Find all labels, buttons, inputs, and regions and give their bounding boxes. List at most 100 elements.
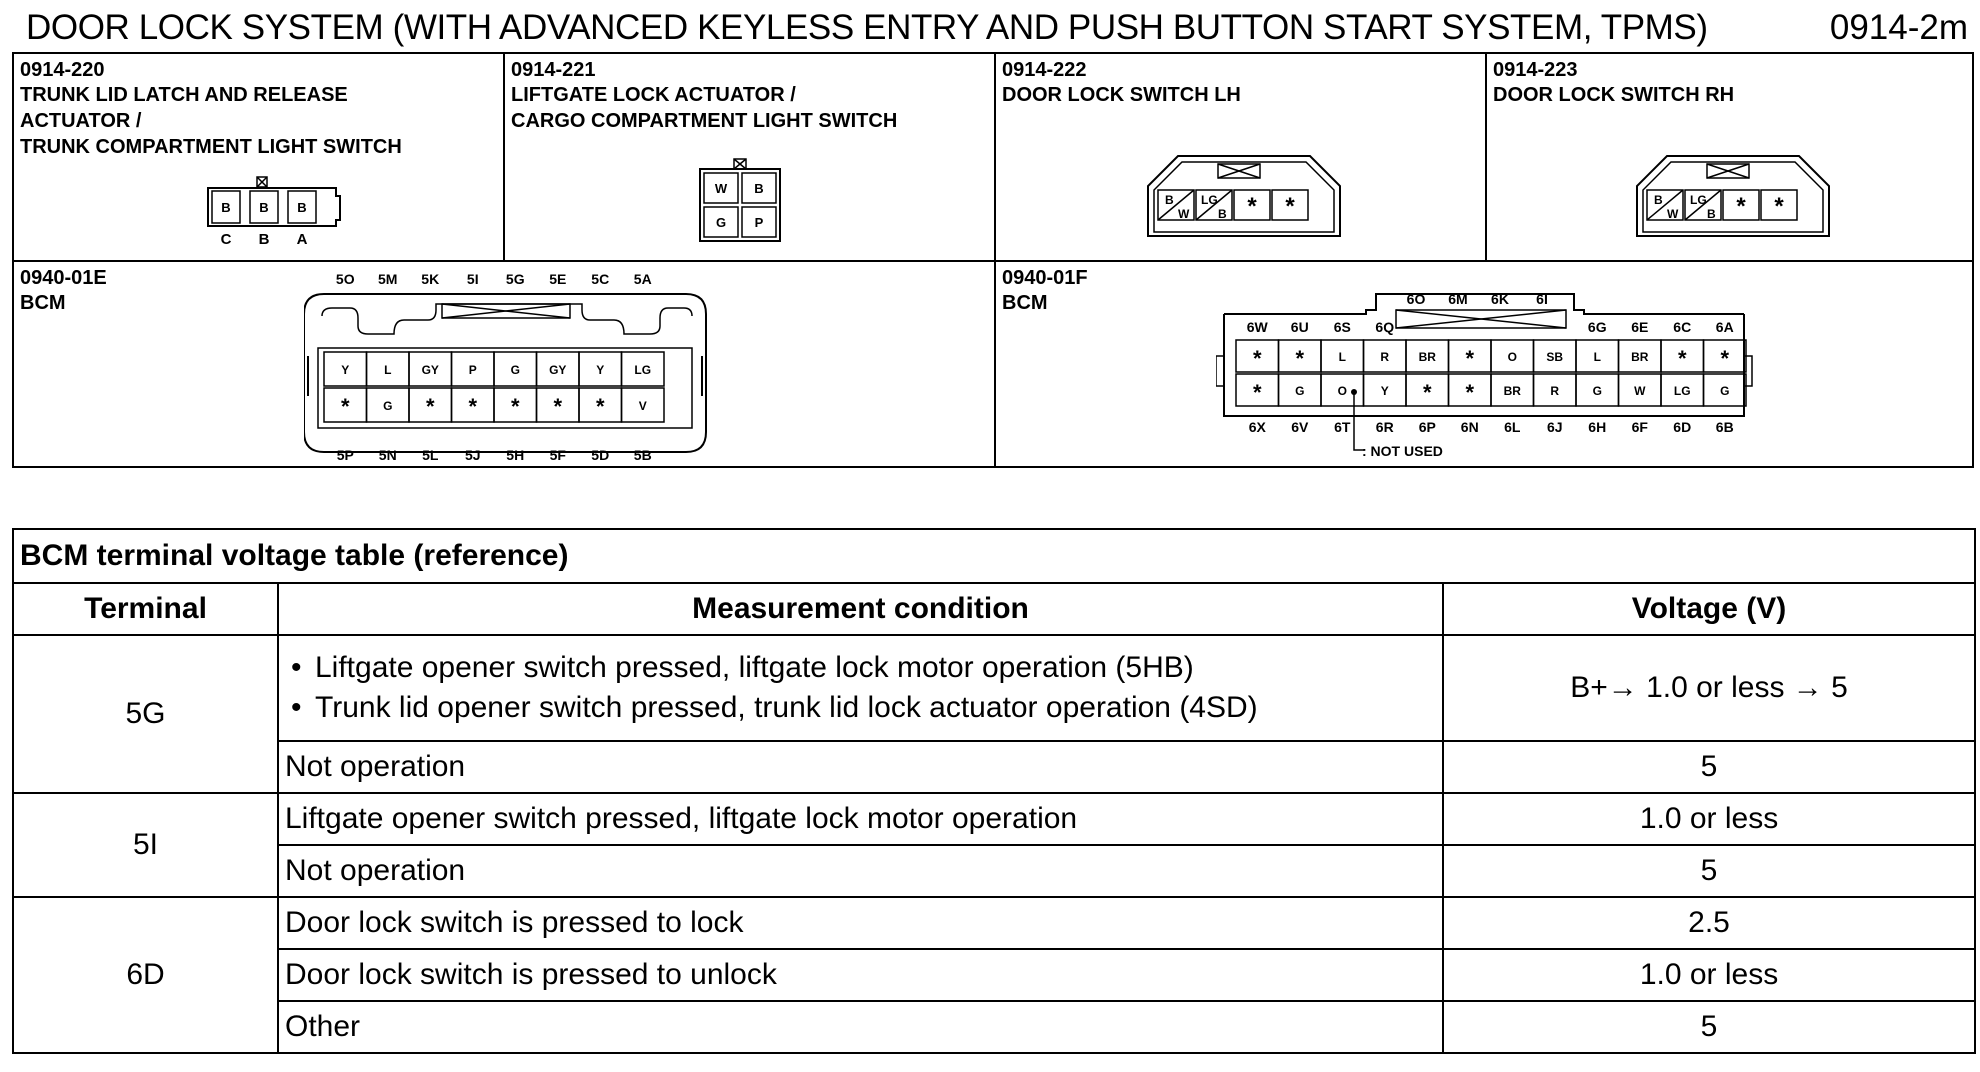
terminal-cell: [620, 351, 665, 387]
table-row: Other 5: [13, 1000, 1977, 1054]
pin-label: 5N: [379, 447, 397, 463]
wire-color: P: [469, 363, 477, 377]
condition-bullet: Trunk lid opener switch pressed, trunk l…: [285, 688, 1436, 728]
wire-color: W: [715, 181, 728, 196]
wire-color: B: [1707, 207, 1716, 221]
voltage-cell: 2.5: [1441, 896, 1977, 950]
condition-cell: Door lock switch is pressed to lock: [277, 896, 1444, 950]
wire-color: V: [639, 399, 647, 413]
wire-color: L: [1339, 350, 1346, 364]
table-row: 6D Door lock switch is pressed to lock 2…: [12, 896, 1977, 1054]
wire-color: G: [383, 399, 392, 413]
terminal-cell: [1702, 339, 1747, 373]
pin-label: 6R: [1376, 419, 1394, 435]
connector-name: DOOR LOCK SWITCH LH: [1002, 84, 1241, 106]
not-used-mark: *: [1423, 380, 1432, 405]
pin-label: 6M: [1448, 291, 1467, 307]
table-row: 5I Liftgate opener switch pressed, liftg…: [12, 792, 1977, 898]
terminal-cell: 5G: [12, 634, 279, 794]
wire-color: G: [511, 363, 520, 377]
bcm-voltage-table: BCM terminal voltage table (reference) T…: [11, 528, 1977, 1054]
pin-label: 6H: [1588, 419, 1606, 435]
not-used-mark: *: [426, 394, 435, 419]
connector-face-0914-223: B W LG B * *: [1636, 155, 1830, 237]
not-used-legend: : NOT USED: [1362, 443, 1443, 459]
connector-name: BCM: [20, 292, 66, 314]
wire-color: P: [755, 215, 764, 230]
not-used-mark: *: [1465, 346, 1474, 371]
wire-color: B: [259, 200, 268, 215]
not-used-mark: *: [1465, 380, 1474, 405]
wire-color: O: [1338, 384, 1347, 398]
side-latch: [1216, 355, 1225, 387]
wire-color: LG: [634, 363, 651, 377]
wire-color: G: [716, 215, 726, 230]
connector-code: 0914-222: [1002, 59, 1087, 81]
pin-label: 6E: [1631, 319, 1648, 335]
connector-face-0914-222: B W LG B * *: [1147, 155, 1341, 237]
pin-label: 6Q: [1375, 319, 1394, 335]
pin-label: A: [297, 231, 308, 248]
side-latch: [1743, 355, 1753, 387]
wire-color: BR: [1504, 384, 1522, 398]
wire-color: B: [1165, 193, 1174, 207]
not-used-mark: *: [341, 394, 350, 419]
voltage-cell: 5: [1441, 740, 1977, 794]
terminal-cell: 6D: [12, 896, 279, 1054]
pin-label: 6C: [1673, 319, 1691, 335]
pin-label: 5J: [465, 447, 481, 463]
not-used-mark: *: [1253, 346, 1262, 371]
page-title: DOOR LOCK SYSTEM (WITH ADVANCED KEYLESS …: [26, 8, 1708, 47]
wire-color: G: [1720, 384, 1729, 398]
pin-label: 6T: [1334, 419, 1351, 435]
wire-color: BR: [1419, 350, 1437, 364]
wire-color: GY: [549, 363, 566, 377]
connector-code: 0940-01E: [20, 267, 107, 289]
wire-color: Y: [596, 363, 604, 377]
pin-label: 6F: [1632, 419, 1649, 435]
wire-color: LG: [1201, 193, 1218, 207]
connector-panel-0914-221: 0914-221 LIFTGATE LOCK ACTUATOR / CARGO …: [503, 52, 996, 262]
connector-code: 0914-221: [511, 59, 596, 81]
pin-label: 5A: [634, 271, 652, 287]
wire-color: Y: [341, 363, 349, 377]
wire-color: G: [1295, 384, 1304, 398]
terminal-cell: [620, 387, 665, 423]
wire-color: G: [1593, 384, 1602, 398]
condition-cell: Not operation: [277, 740, 1444, 794]
connector-code: 0940-01F: [1002, 267, 1088, 289]
pin-label: 6U: [1291, 319, 1309, 335]
not-used-mark: *: [511, 394, 520, 419]
pin-label: 5D: [591, 447, 609, 463]
pin-label: 6A: [1716, 319, 1734, 335]
not-used-mark: *: [596, 394, 605, 419]
not-used-mark: *: [1295, 346, 1304, 371]
table-row: 5G Liftgate opener switch pressed, liftg…: [12, 634, 1977, 794]
connector-face-0914-220: B B B C B A: [207, 176, 341, 248]
pin-label: 5C: [591, 271, 609, 287]
voltage-cell: 1.0 or less: [1441, 948, 1977, 1002]
condition-cell: Door lock switch is pressed to unlock: [277, 948, 1444, 1002]
table-row: Not operation 5: [13, 740, 1977, 794]
condition-cell: Other: [277, 1000, 1444, 1054]
page-number: 0914-2m: [1829, 8, 1968, 47]
not-used-mark: *: [1247, 193, 1257, 220]
pin-label: 6K: [1491, 291, 1509, 307]
pin-label: 6N: [1461, 419, 1479, 435]
pin-label: 5G: [506, 271, 525, 287]
wire-color: B: [1654, 193, 1663, 207]
not-used-mark: *: [1720, 346, 1729, 371]
voltage-cell: 5: [1441, 844, 1977, 898]
pin-label: 6V: [1291, 419, 1309, 435]
wire-color: B: [754, 181, 763, 196]
table-row: Not operation 5: [13, 844, 1977, 898]
wire-color: L: [384, 363, 391, 377]
wire-color: B: [221, 200, 230, 215]
pin-label: 6B: [1716, 419, 1734, 435]
pin-label: 5B: [634, 447, 652, 463]
wire-color: W: [1178, 207, 1190, 221]
